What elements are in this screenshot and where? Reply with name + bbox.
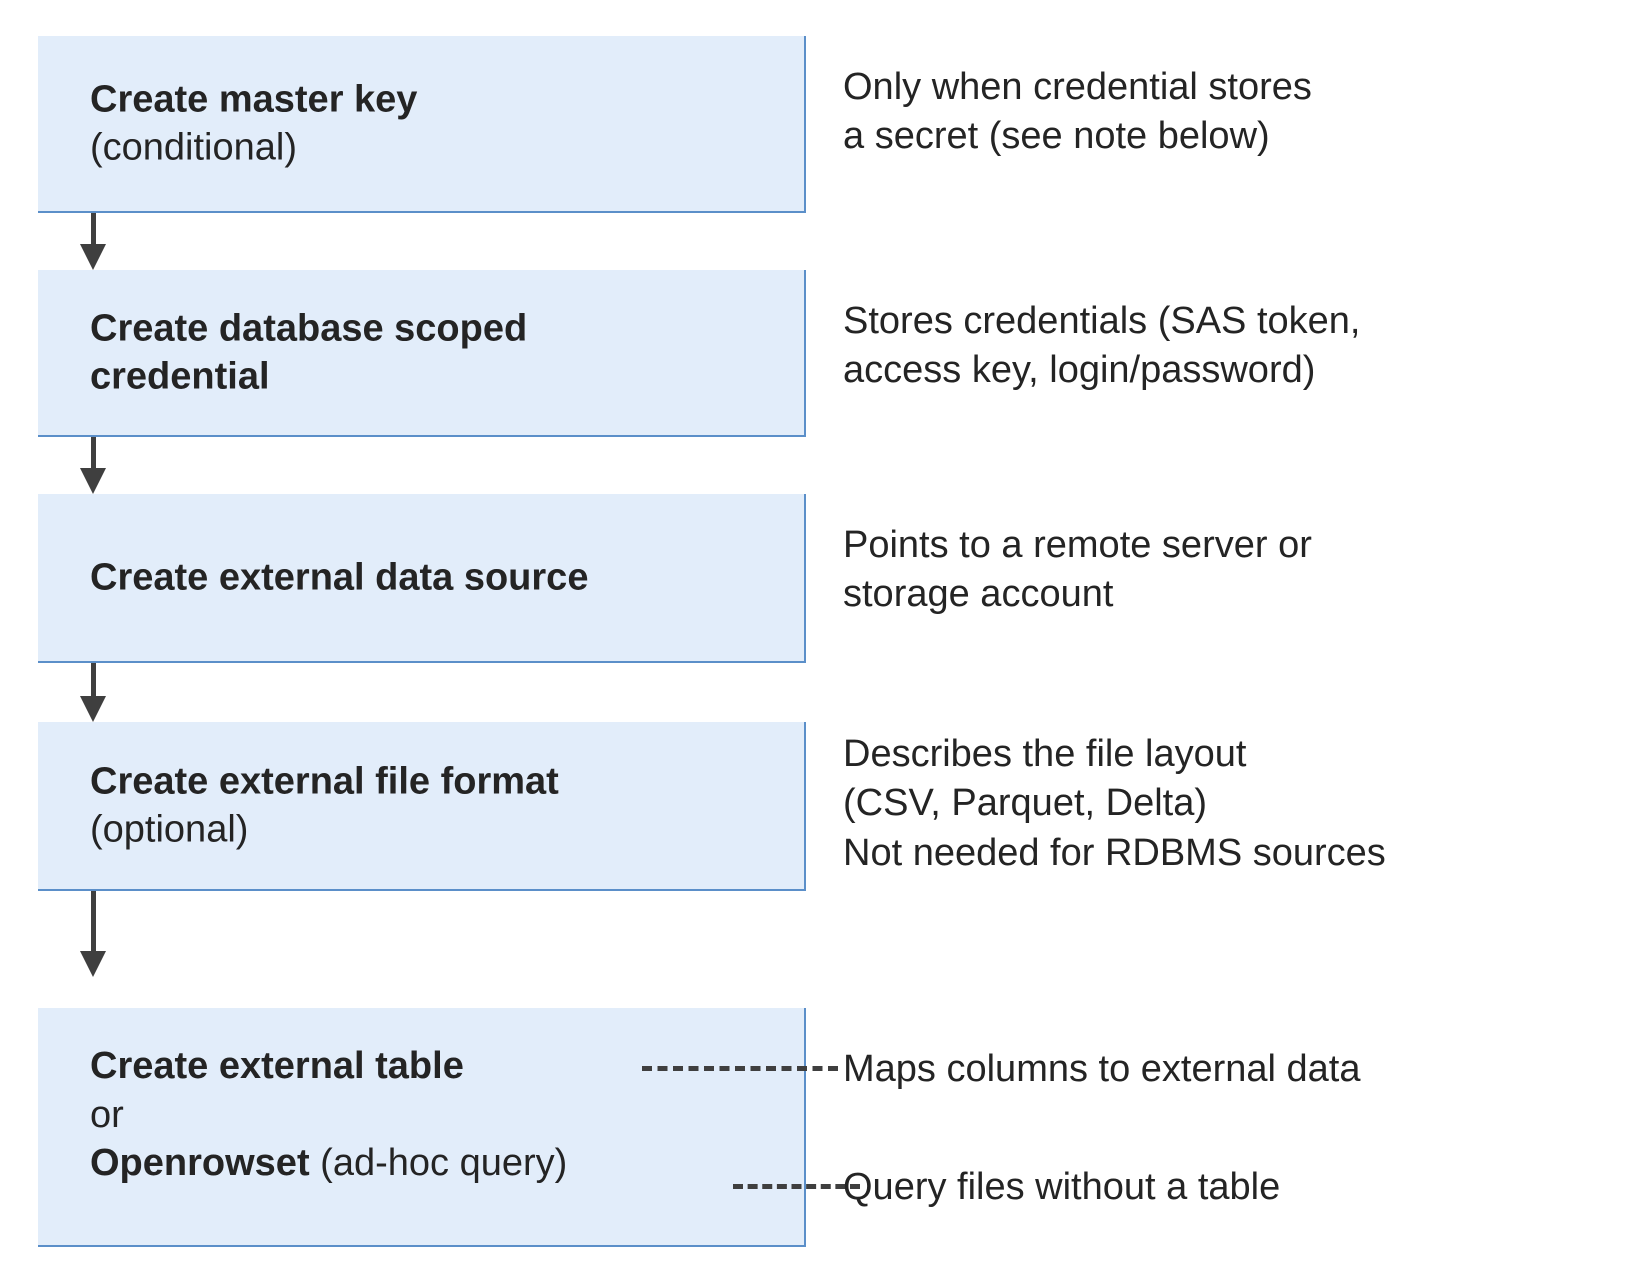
step-title-4: Create external file format — [90, 759, 559, 802]
arrow-down-icon — [80, 437, 106, 494]
step-label-create-external-table-or-openrowset: Create external table or Openrowset (ad-… — [90, 1042, 790, 1188]
annotation-line: Maps columns to external data — [843, 1048, 1361, 1090]
step-title-2: Create database scoped — [90, 306, 528, 349]
step-title-openrowset: Openrowset — [90, 1142, 310, 1185]
step-box-create-external-table-or-openrowset: Create external table or Openrowset (ad-… — [38, 1008, 806, 1247]
arrow-down-icon — [80, 213, 106, 270]
arrow-down-icon — [80, 891, 106, 1008]
step-subtitle-1: (conditional) — [90, 126, 297, 169]
step-box-create-database-scoped-credential: Create database scoped credential — [38, 270, 806, 437]
annotation-line: Points to a remote server or — [843, 524, 1312, 566]
annotation-line: Query files without a table — [843, 1166, 1281, 1208]
step-title-1: Create master key — [90, 77, 418, 120]
step-label-create-master-key: Create master key (conditional) — [90, 75, 790, 172]
annotation-line: Only when credential stores — [843, 66, 1312, 108]
annotation-line: storage account — [843, 573, 1114, 616]
step-separator-or: or — [90, 1093, 124, 1136]
dashed-connector-openrowset — [733, 1184, 860, 1189]
annotation-line: Describes the file layout — [843, 733, 1247, 775]
step-title-5: Create external table — [90, 1045, 464, 1087]
step-label-create-external-file-format: Create external file format (optional) — [90, 757, 790, 854]
annotation-create-external-table: Maps columns to external data — [843, 1045, 1361, 1094]
dashed-connector-external-table — [642, 1066, 838, 1071]
step-box-create-external-file-format: Create external file format (optional) — [38, 722, 806, 891]
annotation-create-external-file-format: Describes the file layout (CSV, Parquet,… — [843, 730, 1386, 878]
step-title-3: Create external data source — [90, 556, 589, 599]
step-title-openrowset-suffix: (ad-hoc query) — [309, 1142, 568, 1185]
annotation-line: a secret (see note below) — [843, 115, 1270, 158]
annotation-line: access key, login/password) — [843, 349, 1316, 392]
annotation-create-external-data-source: Points to a remote server or storage acc… — [843, 521, 1312, 620]
step-title-5b: Openrowset (ad-hoc query) — [90, 1139, 790, 1188]
annotation-line: Stores credentials (SAS token, — [843, 300, 1361, 342]
annotation-create-master-key: Only when credential stores a secret (se… — [843, 63, 1312, 162]
step-label-create-database-scoped-credential: Create database scoped credential — [90, 304, 790, 401]
annotation-create-database-scoped-credential: Stores credentials (SAS token, access ke… — [843, 297, 1360, 396]
annotation-line: Not needed for RDBMS sources — [843, 831, 1386, 874]
step-box-create-external-data-source: Create external data source — [38, 494, 806, 663]
step-title-2b: credential — [90, 355, 270, 398]
step-label-create-external-data-source: Create external data source — [90, 553, 790, 602]
annotation-line: (CSV, Parquet, Delta) — [843, 782, 1207, 825]
annotation-openrowset: Query files without a table — [843, 1163, 1280, 1212]
arrow-down-icon — [80, 663, 106, 722]
step-subtitle-4: (optional) — [90, 808, 249, 851]
step-box-create-master-key: Create master key (conditional) — [38, 36, 806, 213]
